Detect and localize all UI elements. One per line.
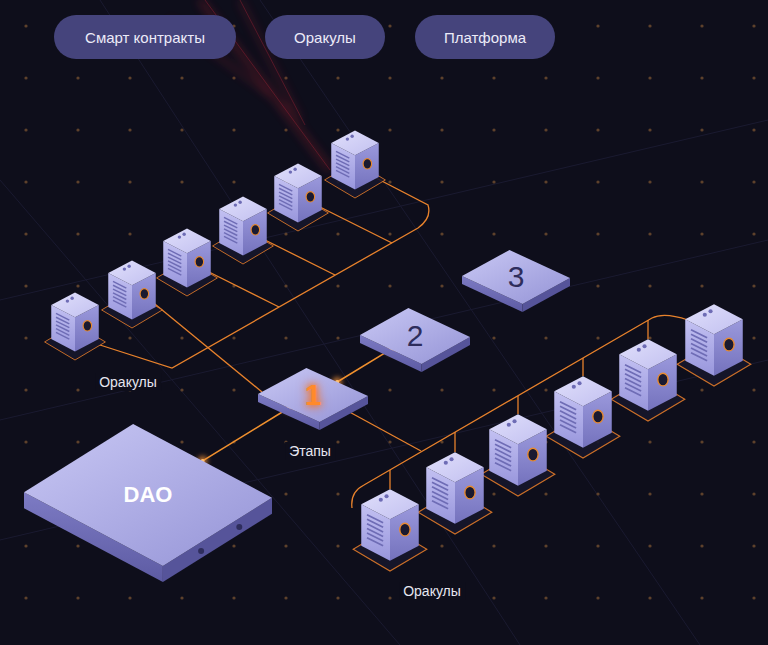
stage-tile: DAO <box>24 424 272 582</box>
stage-number: 1 <box>305 380 322 410</box>
connector <box>337 349 391 382</box>
connector <box>203 408 289 461</box>
server-icon <box>157 229 218 296</box>
server-icon <box>611 339 685 421</box>
stage-tile: 2 <box>360 308 470 372</box>
server-icon <box>45 293 106 360</box>
tab-button: Оракулы <box>265 15 385 59</box>
tile-top <box>24 424 272 566</box>
server-icon <box>268 164 329 231</box>
tile-port <box>236 524 242 530</box>
tab-label: Платформа <box>444 29 526 46</box>
stage-number: 2 <box>407 321 424 351</box>
group-label: Оракулы <box>95 373 161 391</box>
dao-label: DAO <box>124 484 173 506</box>
stage-tile: 1 <box>258 368 368 430</box>
group-label: Оракулы <box>399 582 465 600</box>
server-icon <box>418 452 492 534</box>
tab-label: Оракулы <box>294 29 356 46</box>
server-icon <box>546 376 620 458</box>
connector-group <box>198 403 294 466</box>
stage-tile: 3 <box>462 250 570 312</box>
server-icon <box>677 304 751 386</box>
oracle-servers-right <box>353 304 751 571</box>
tile-top <box>360 308 470 364</box>
oracle-servers-left <box>45 131 386 360</box>
tab-button: Платформа <box>415 15 555 59</box>
tile-port <box>198 548 204 554</box>
tab-label: Смарт контракты <box>85 29 205 46</box>
server-icon <box>353 489 427 571</box>
server-icon <box>481 414 555 496</box>
tab-button: Смарт контракты <box>54 15 236 59</box>
server-icon <box>102 261 163 328</box>
stage-number: 3 <box>508 262 525 292</box>
tile-top <box>462 250 570 304</box>
server-icon <box>213 197 274 264</box>
tile-top <box>258 368 368 422</box>
server-icon <box>325 131 386 198</box>
group-label: Этапы <box>285 442 335 460</box>
